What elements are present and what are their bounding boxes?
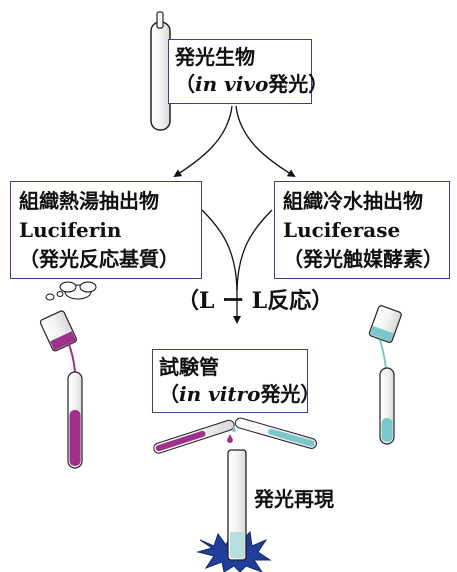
test-tube-subtitle: （in vitro発光） [159, 382, 321, 406]
test-tube-title: 試験管 [159, 355, 219, 379]
arrow-to-cold-extract [235, 105, 296, 178]
luciferase-cup-icon [368, 305, 402, 343]
luciferase-role: （発光触媒酵素） [283, 247, 443, 271]
luciferin-pour-stream [67, 341, 76, 373]
result-label: 発光再現 [254, 487, 334, 511]
pouring-tube-right-icon [234, 417, 318, 449]
merge-line-left [201, 209, 238, 291]
luciferase-label: Luciferase [283, 218, 401, 242]
drops-icon [227, 426, 236, 443]
reaction-label: （L ー L反応） [177, 288, 334, 314]
hot-extract-title: 組織熱湯抽出物 [19, 189, 159, 213]
test-tube-icon [227, 449, 247, 561]
luciferase-tube-icon [379, 367, 395, 445]
in-vivo-label: in vivo [195, 72, 269, 96]
luciferin-cup-icon [39, 310, 78, 352]
organism-subtitle: （in vivo発光） [175, 72, 329, 96]
arrow-to-hot-extract [173, 105, 233, 178]
cold-extract-box: 組織冷水抽出物 Luciferase （発光触媒酵素） [274, 181, 450, 279]
pouring-tube-left-icon [153, 419, 235, 454]
luciferin-tube-icon [67, 371, 83, 469]
hot-extract-box: 組織熱湯抽出物 Luciferin （発光反応基質） [10, 181, 202, 279]
luciferin-role: （発光反応基質） [19, 247, 179, 271]
heat-bubble-icon [45, 281, 97, 301]
in-vitro-label: in vitro [179, 382, 261, 406]
test-tube-box: 試験管 （in vitro発光） [152, 349, 321, 413]
organism-title: 発光生物 [175, 45, 255, 69]
cold-extract-title: 組織冷水抽出物 [283, 189, 423, 213]
merge-line-right [236, 209, 273, 291]
luciferase-pour-stream [379, 339, 387, 371]
luciferin-label: Luciferin [19, 218, 122, 242]
organism-box: 発光生物 （in vivo発光） [168, 39, 329, 104]
